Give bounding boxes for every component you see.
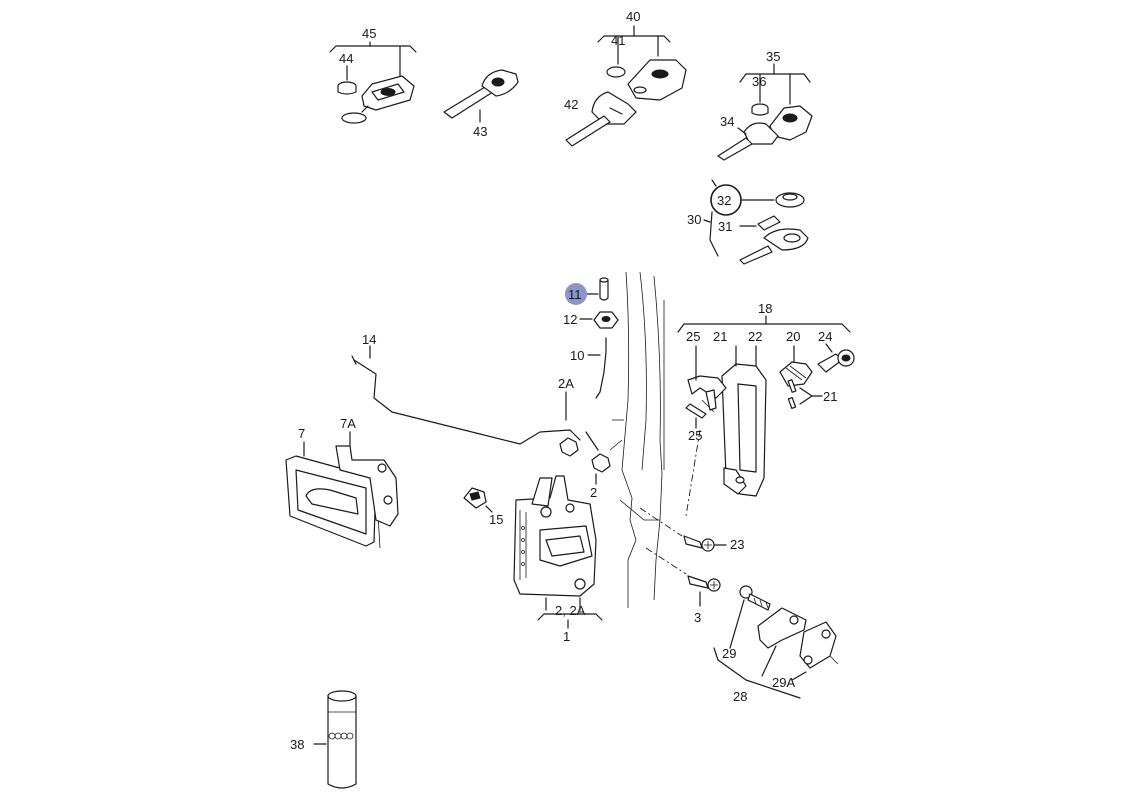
label-7: 7: [298, 426, 305, 441]
label-2A-top: 2A: [558, 376, 574, 391]
clip-15[interactable]: [463, 487, 493, 513]
label-35: 35: [766, 49, 780, 64]
label-15: 15: [489, 512, 503, 527]
label-29: 29: [722, 646, 736, 661]
label-31: 31: [718, 219, 732, 234]
label-22: 22: [748, 329, 762, 344]
door-lock-1[interactable]: [513, 475, 603, 629]
label-21-top: 21: [713, 329, 727, 344]
screws-23-3[interactable]: [639, 429, 727, 607]
label-28: 28: [733, 689, 747, 704]
door-pillar-outline: [609, 271, 665, 608]
highlight-marker-11: [565, 283, 587, 305]
operating-rod-14[interactable]: [351, 345, 581, 445]
label-21-side: 21: [823, 389, 837, 404]
label-30: 30: [687, 212, 701, 227]
label-18: 18: [758, 301, 772, 316]
label-38: 38: [290, 737, 304, 752]
spray-can-38[interactable]: [313, 690, 357, 789]
label-14: 14: [362, 332, 376, 347]
key-fob-45-group[interactable]: [329, 41, 417, 124]
label-24: 24: [818, 329, 832, 344]
label-12: 12: [563, 312, 577, 327]
label-2: 2: [590, 485, 597, 500]
label-11: 11: [568, 287, 582, 302]
label-45: 45: [362, 26, 376, 41]
circled-part-32: [710, 184, 742, 216]
lock-button-rod-group[interactable]: [579, 277, 619, 399]
label-20: 20: [786, 329, 800, 344]
label-3: 3: [694, 610, 701, 625]
label-25-bottom: 25: [688, 428, 702, 443]
label-29A: 29A: [772, 675, 795, 690]
bushing-2[interactable]: [559, 431, 611, 485]
interior-handle-7[interactable]: [285, 441, 381, 549]
label-43: 43: [473, 124, 487, 139]
striker-28[interactable]: [713, 585, 839, 699]
exterior-handle-18[interactable]: [677, 315, 855, 497]
handle-bracket-7A[interactable]: [335, 431, 399, 527]
label-36: 36: [752, 74, 766, 89]
label-42: 42: [564, 97, 578, 112]
key-40-group[interactable]: [565, 25, 687, 147]
label-25-top: 25: [686, 329, 700, 344]
label-34: 34: [720, 114, 734, 129]
label-10: 10: [570, 348, 584, 363]
label-44: 44: [339, 51, 353, 66]
label-1: 1: [563, 629, 570, 644]
label-2-2A: 2, 2A: [555, 603, 586, 618]
key-35-group[interactable]: [717, 63, 813, 161]
label-41: 41: [611, 33, 625, 48]
label-40: 40: [626, 9, 640, 24]
key-30-group[interactable]: [703, 179, 809, 265]
label-7A: 7A: [340, 416, 356, 431]
label-32: 32: [717, 193, 731, 208]
key-blade-43[interactable]: [443, 69, 519, 123]
label-23: 23: [730, 537, 744, 552]
